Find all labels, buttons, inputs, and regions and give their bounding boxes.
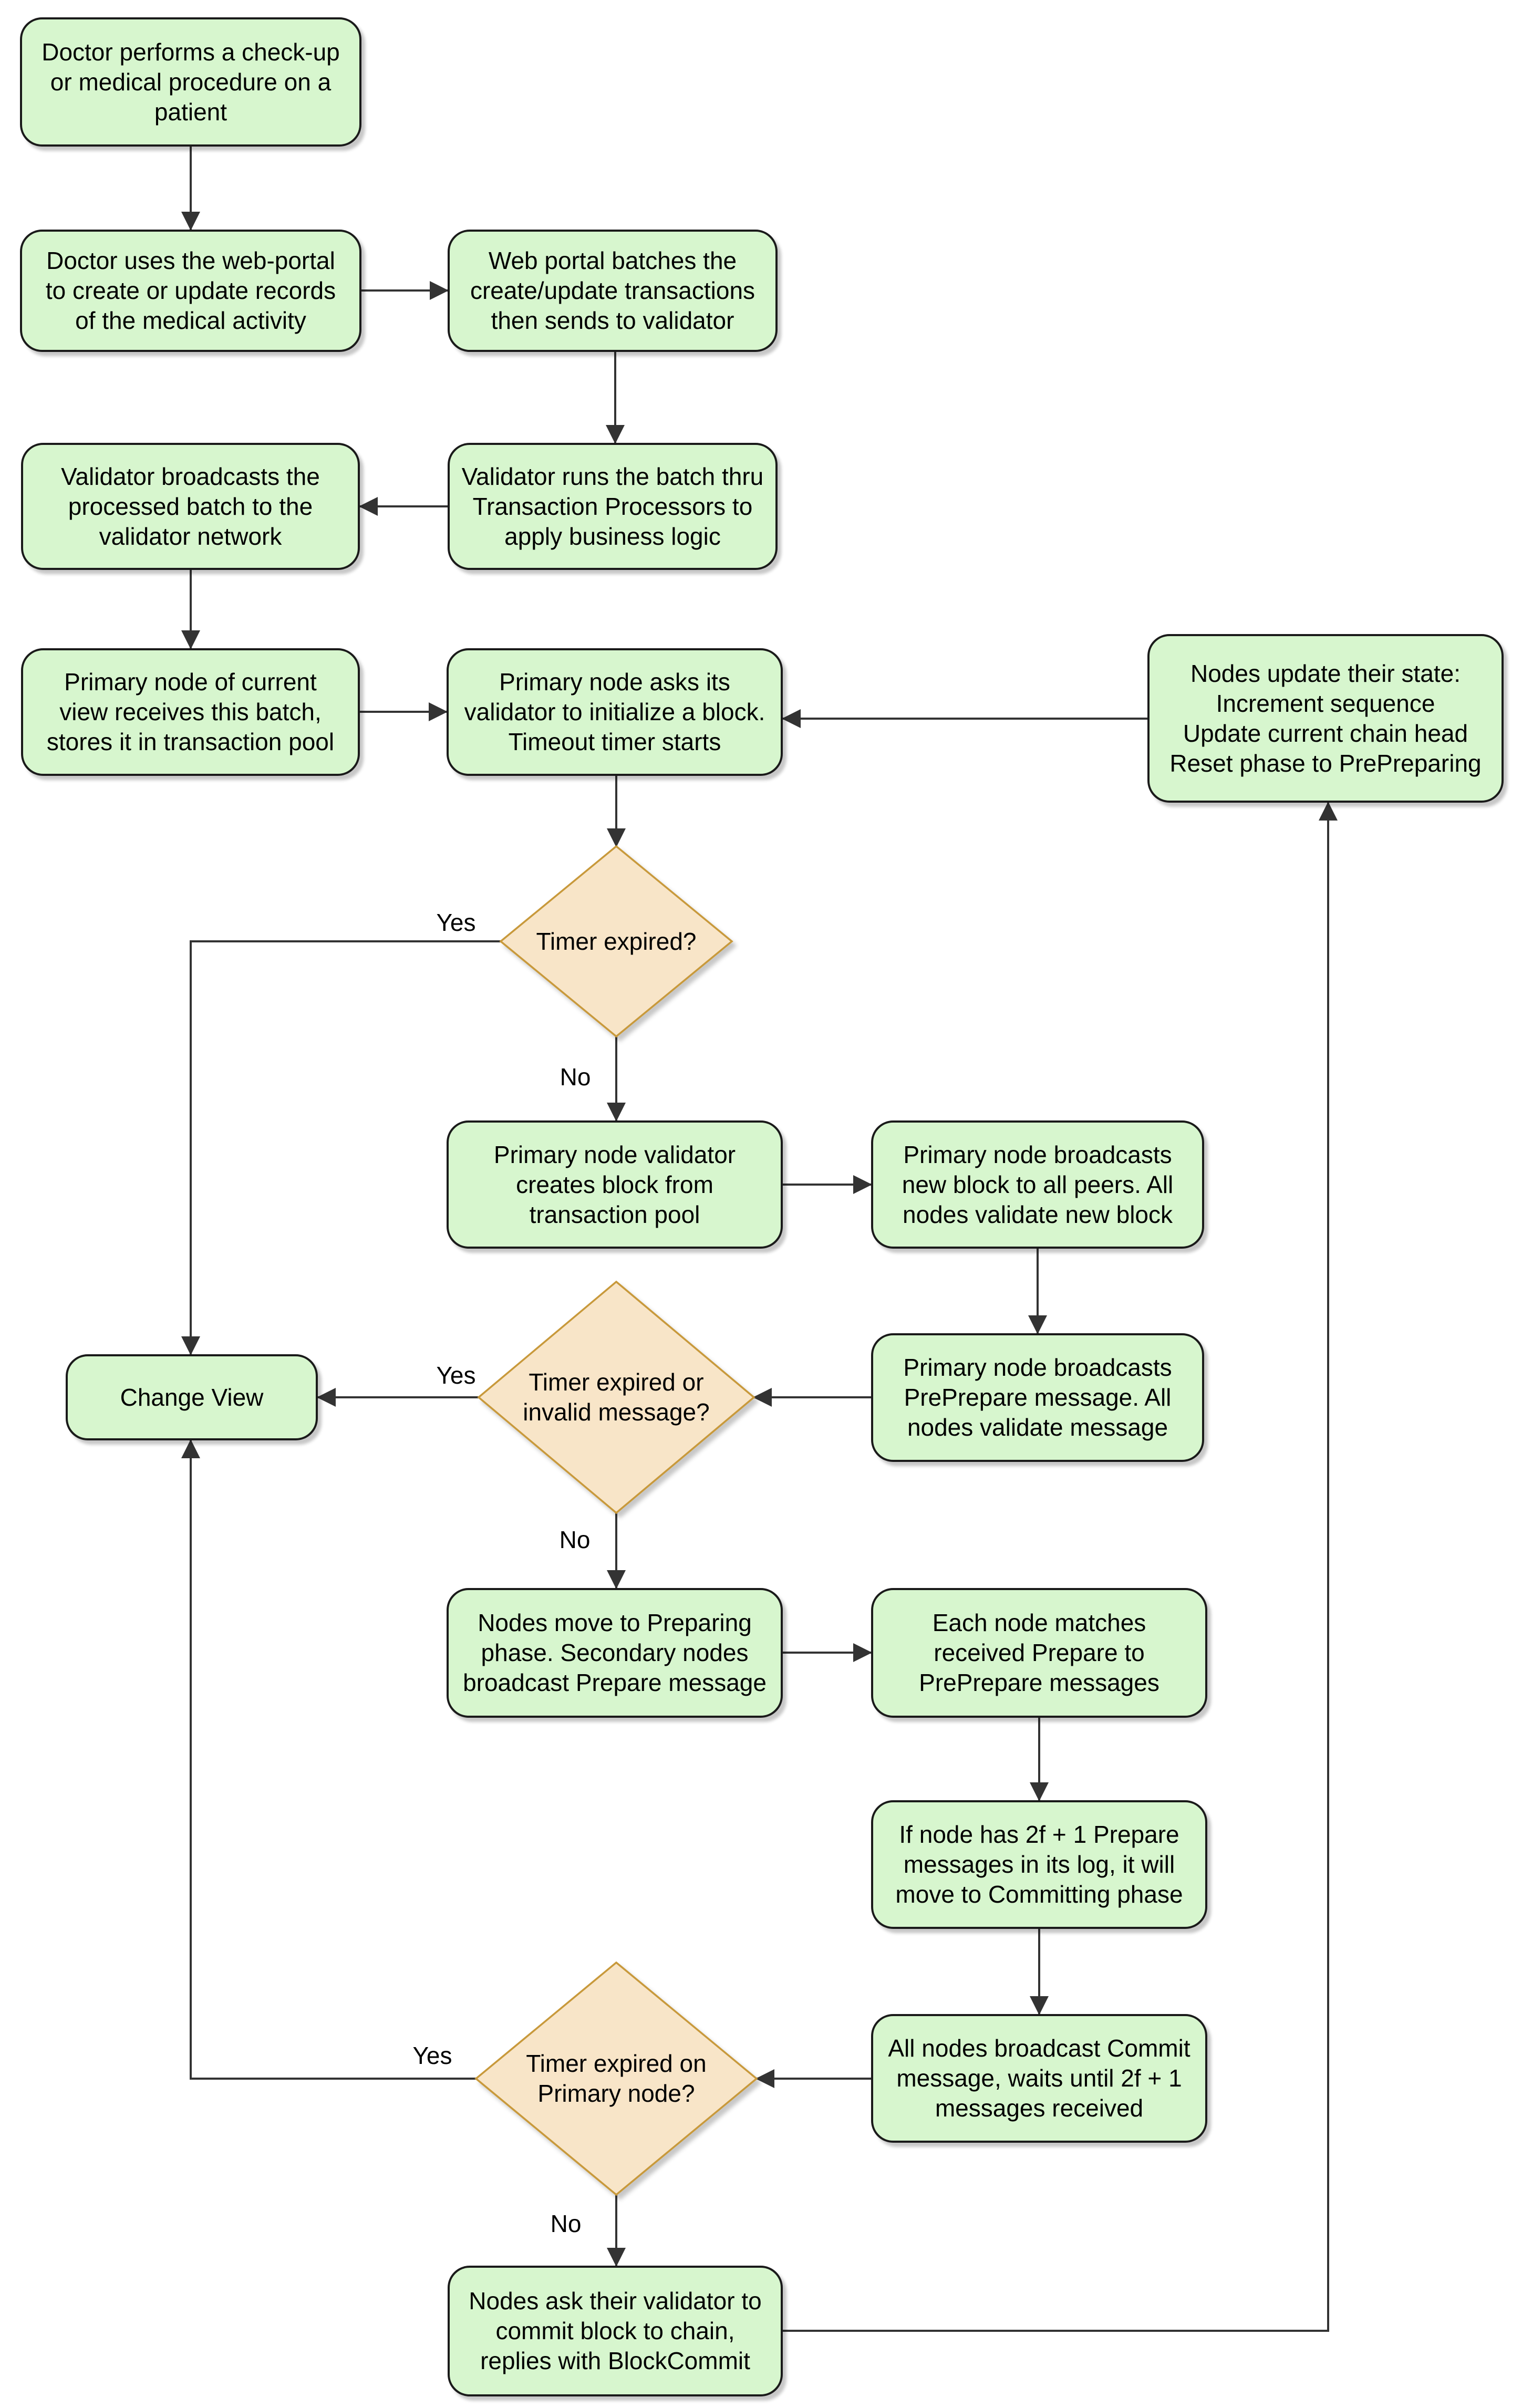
node-validator-broadcasts: Validator broadcasts the processed batch… [21, 443, 360, 570]
decision-timer-expired-label: Timer expired? [536, 927, 697, 955]
node-primary-broadcasts-preprepare: Primary node broadcasts PrePrepare messa… [871, 1333, 1204, 1462]
decision-timer-invalid-shape [477, 1280, 755, 1514]
node-2f1-prepare: If node has 2f + 1 Prepare messages in i… [871, 1800, 1207, 1929]
edge-timerexpired-yes-to-changeview [181, 940, 501, 1355]
branch-label-timer-primary-yes: Yes [412, 2042, 452, 2069]
node-each-node-matches: Each node matches received Prepare to Pr… [871, 1588, 1207, 1718]
node-primary-creates-block: Primary node validator creates block fro… [447, 1120, 783, 1249]
node-change-view: Change View [66, 1354, 318, 1440]
node-validator-runs-batch: Validator runs the batch thru Transactio… [448, 443, 778, 570]
branch-label-timer-invalid-no: No [559, 1526, 591, 1553]
node-primary-broadcasts-block: Primary node broadcasts new block to all… [871, 1120, 1204, 1249]
node-web-portal-batches: Web portal batches the create/update tra… [448, 230, 778, 352]
node-primary-asks-init-block: Primary node asks its validator to initi… [447, 648, 783, 776]
decision-timer-invalid-label: Timer expired or invalid message? [523, 1368, 710, 1426]
edge-timerprimary-yes-to-changeview [181, 1439, 476, 2080]
branch-label-timer-invalid-yes: Yes [436, 1362, 476, 1389]
branch-label-timer-expired-no: No [560, 1063, 591, 1091]
node-primary-receives-batch: Primary node of current view receives th… [21, 648, 360, 776]
node-nodes-update-state: Nodes update their state: Increment sequ… [1147, 634, 1504, 803]
node-all-nodes-broadcast-commit: All nodes broadcast Commit message, wait… [871, 2014, 1207, 2143]
node-doctor-web-portal: Doctor uses the web-portal to create or … [20, 230, 361, 352]
decision-timer-expired-shape [499, 845, 733, 1038]
branch-label-timer-primary-no: No [550, 2210, 582, 2237]
node-nodes-ask-commit-block: Nodes ask their validator to commit bloc… [448, 2266, 783, 2396]
branch-label-timer-expired-yes: Yes [436, 909, 476, 936]
decision-timer-primary-label: Timer expired on Primary node? [526, 2050, 707, 2107]
edge-askcommit-to-updatestate [783, 802, 1338, 2332]
decision-timer-primary-shape [474, 1961, 758, 2196]
node-nodes-move-preparing: Nodes move to Preparing phase. Secondary… [447, 1588, 783, 1718]
node-doctor-checkup: Doctor performs a check-up or medical pr… [20, 17, 361, 147]
